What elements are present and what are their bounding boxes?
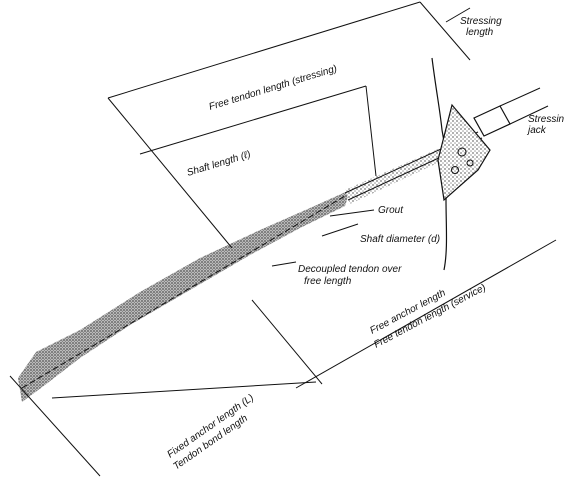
block-aggregate-3 (451, 166, 459, 174)
jack-ram-line-2 (509, 105, 549, 125)
label-decoupled-tendon: Decoupled tendon over free length (298, 264, 404, 287)
dim-fixed-anchor (9, 375, 101, 477)
dim-free-anchor (295, 239, 557, 389)
label-grout: Grout (378, 205, 404, 216)
leader-grout (329, 209, 375, 217)
dim-stressing-length-ext (419, 1, 471, 61)
dim-fixed-anchor-end (251, 299, 323, 385)
leader-shaft-diameter (321, 223, 359, 237)
dim-ext-left (107, 97, 233, 249)
label-stressing-length: Stressing length (460, 16, 504, 38)
bearing-block (437, 103, 491, 202)
leader-decoupled (271, 261, 297, 267)
block-aggregate-2 (466, 159, 474, 167)
block-aggregate-1 (457, 147, 467, 157)
dim-shaft-ext (365, 85, 377, 177)
label-stressing-jack: Stressin jack (526, 114, 567, 136)
stressing-jack (473, 105, 511, 137)
jack-ram-line (499, 87, 541, 107)
dim-shaft-length (139, 85, 367, 155)
free-length-grout (345, 148, 444, 204)
label-free-tendon-length-stressing: Free tendon length (stressing) (208, 63, 339, 113)
label-shaft-diameter: Shaft diameter (d) (360, 234, 440, 245)
grout-body (18, 190, 350, 402)
dim-stressing-length (445, 7, 471, 23)
dim-fixed-anchor-base (51, 381, 317, 399)
dim-free-tendon-stressing (107, 1, 421, 99)
label-shaft-length: Shaft length (ℓ) (186, 149, 252, 179)
